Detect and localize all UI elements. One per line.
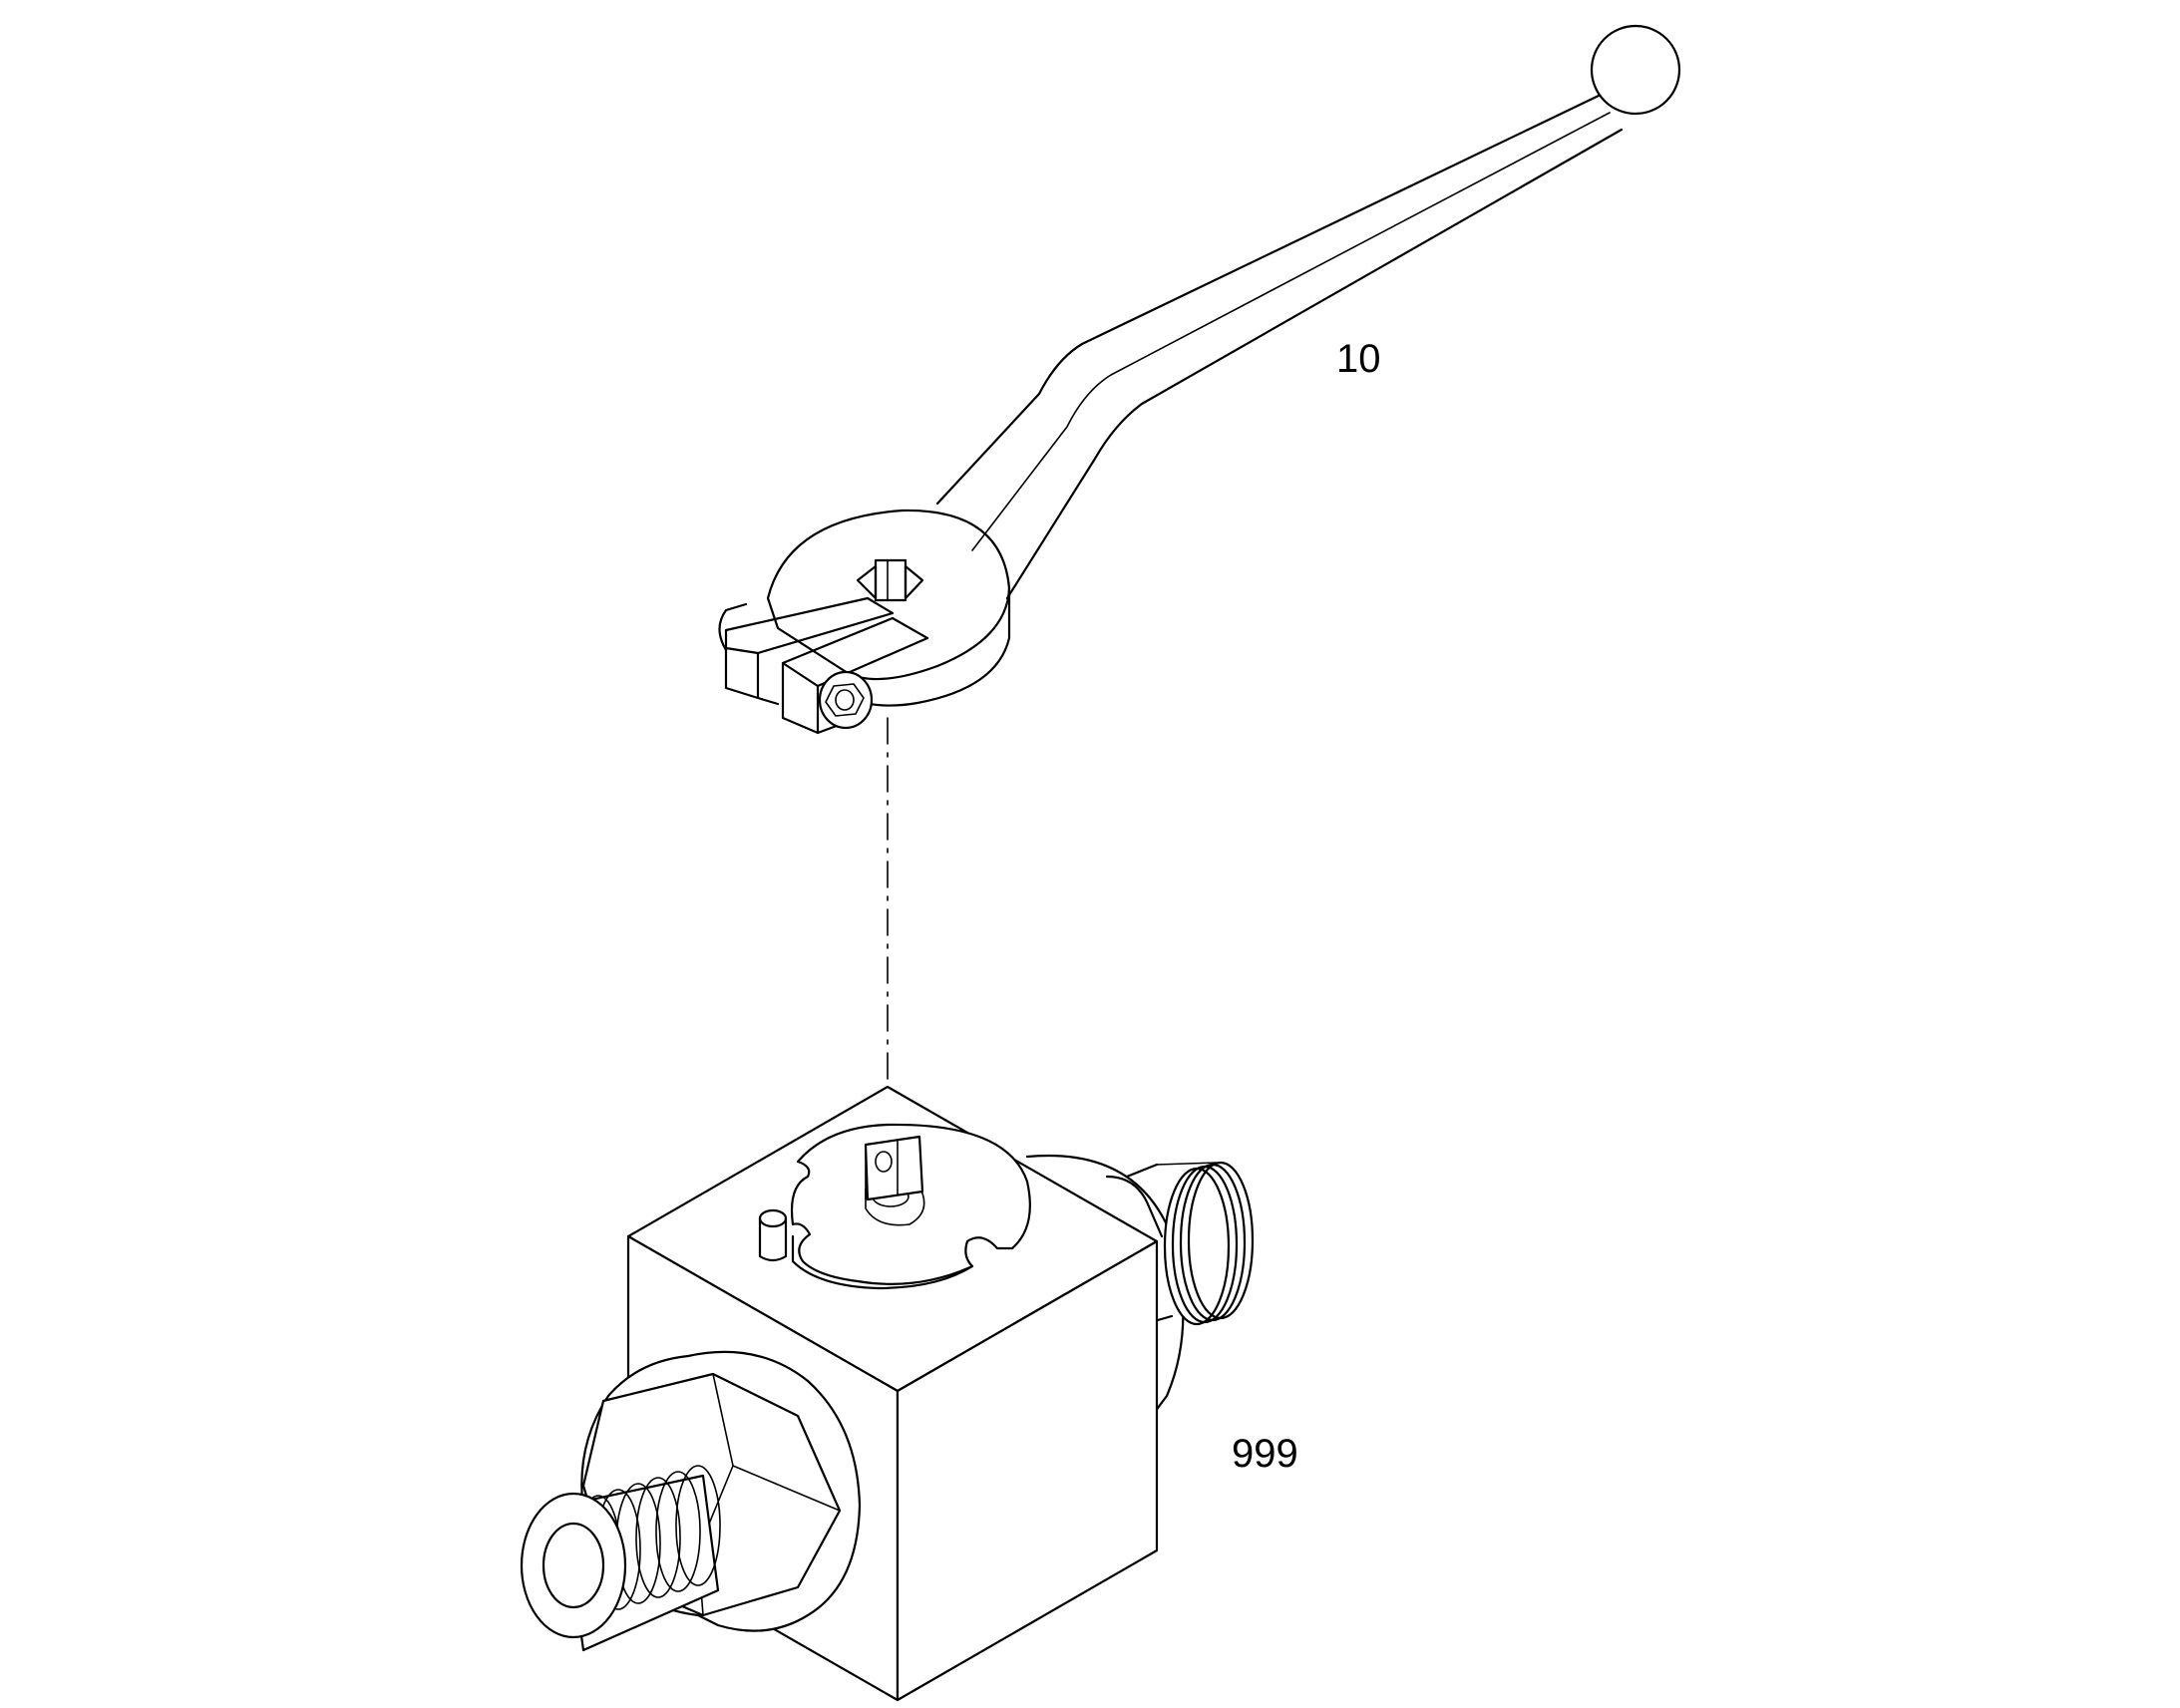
front-port-opening bbox=[520, 1492, 627, 1639]
valve-stop-pin bbox=[758, 1208, 788, 1262]
handle-hub-top bbox=[766, 509, 1011, 681]
handle-arm bbox=[935, 93, 1624, 600]
handle-clamp-jaw-left bbox=[724, 596, 895, 706]
valve-stem bbox=[864, 1135, 924, 1207]
lever-handle-icon bbox=[718, 24, 1681, 735]
handle-arm-ridge bbox=[971, 112, 1611, 551]
valve-front-threaded-port bbox=[520, 1465, 721, 1652]
ball-valve-icon bbox=[520, 1085, 1255, 1702]
valve-rear-port bbox=[1025, 1154, 1255, 1418]
handle-hub-side bbox=[846, 586, 1011, 707]
callout-handle-number: 10 bbox=[1336, 337, 1381, 381]
callout-valve-body-number: 999 bbox=[1232, 1432, 1298, 1476]
handle-ball-grip bbox=[1590, 24, 1681, 116]
valve-stop-plate bbox=[790, 1123, 1031, 1290]
handle-square-bore bbox=[856, 558, 924, 602]
handle-clamp-screw-head bbox=[818, 670, 874, 730]
handle-clamp-screw-tail bbox=[718, 602, 748, 652]
